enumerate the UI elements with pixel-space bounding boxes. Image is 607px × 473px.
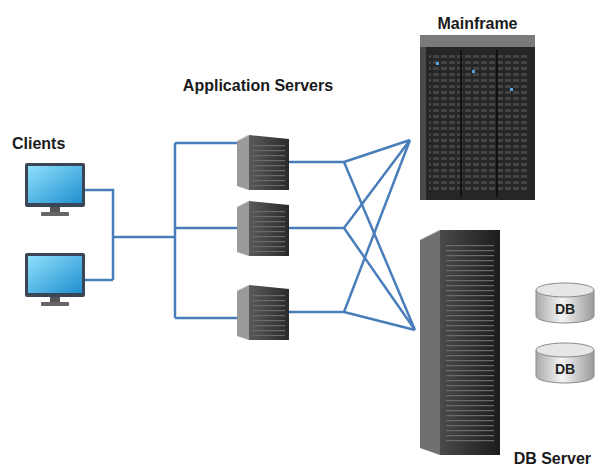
mainframe-node: Mainframe xyxy=(410,8,545,203)
client-monitor xyxy=(25,163,85,216)
server-icon xyxy=(237,285,289,340)
database-cylinder: DB xyxy=(535,342,595,384)
server-wire xyxy=(289,162,344,312)
mainframe-illustration xyxy=(420,35,535,200)
connection-line xyxy=(344,162,415,330)
server-bus xyxy=(172,143,238,318)
server-icon xyxy=(237,135,289,190)
client-group: Clients xyxy=(10,132,115,317)
client-monitor xyxy=(25,253,85,306)
group-label: Mainframe xyxy=(437,14,517,33)
group-label: Clients xyxy=(12,134,65,153)
database-cylinder: DB xyxy=(535,282,595,324)
db-label: DB xyxy=(555,301,575,318)
connection-line xyxy=(344,140,410,312)
connection-line xyxy=(115,236,172,239)
server-group: Application Servers xyxy=(172,70,344,350)
server-icon xyxy=(237,201,289,256)
db-label: DB xyxy=(555,361,575,378)
db-server-illustration xyxy=(420,230,500,455)
group-label: DB Server xyxy=(514,449,591,468)
client-wire xyxy=(85,190,115,280)
group-label: Application Servers xyxy=(183,76,333,95)
